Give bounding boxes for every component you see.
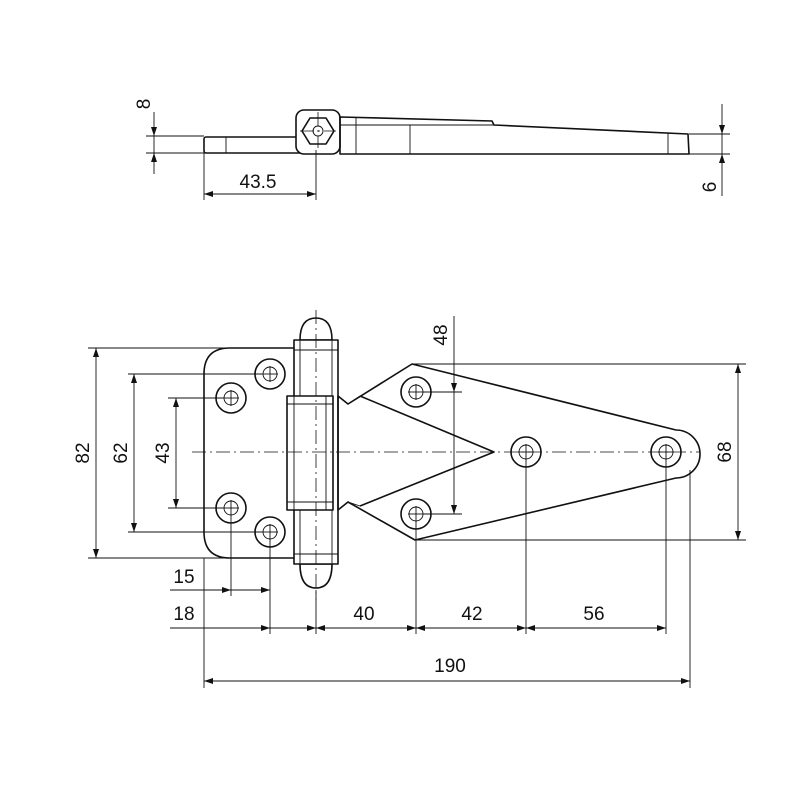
pin-window — [286, 395, 334, 511]
front-view: 82 62 43 48 68 — [73, 310, 746, 688]
dim-label-43: 43 — [153, 442, 174, 463]
dim-label-68: 68 — [715, 441, 736, 462]
dim-label-40: 40 — [353, 604, 374, 625]
dim-label-82: 82 — [73, 442, 94, 463]
side-view: 8 43.5 6 — [134, 99, 730, 200]
dim-label-62: 62 — [111, 442, 132, 463]
dim-label-6: 6 — [700, 182, 721, 193]
front-right-leaf — [337, 363, 701, 541]
leaf-v-notch — [359, 395, 495, 507]
dim-label-56: 56 — [583, 604, 604, 625]
dim-label-8: 8 — [134, 99, 155, 110]
dim-label-15: 15 — [173, 567, 194, 588]
dim-label-190: 190 — [434, 656, 466, 677]
dim-label-48: 48 — [431, 324, 452, 345]
side-right-leaf — [339, 116, 690, 155]
dim-label-43-5: 43.5 — [240, 172, 277, 193]
dim-label-42: 42 — [461, 604, 482, 625]
front-left-plate — [203, 347, 297, 559]
dim-label-18: 18 — [173, 604, 194, 625]
